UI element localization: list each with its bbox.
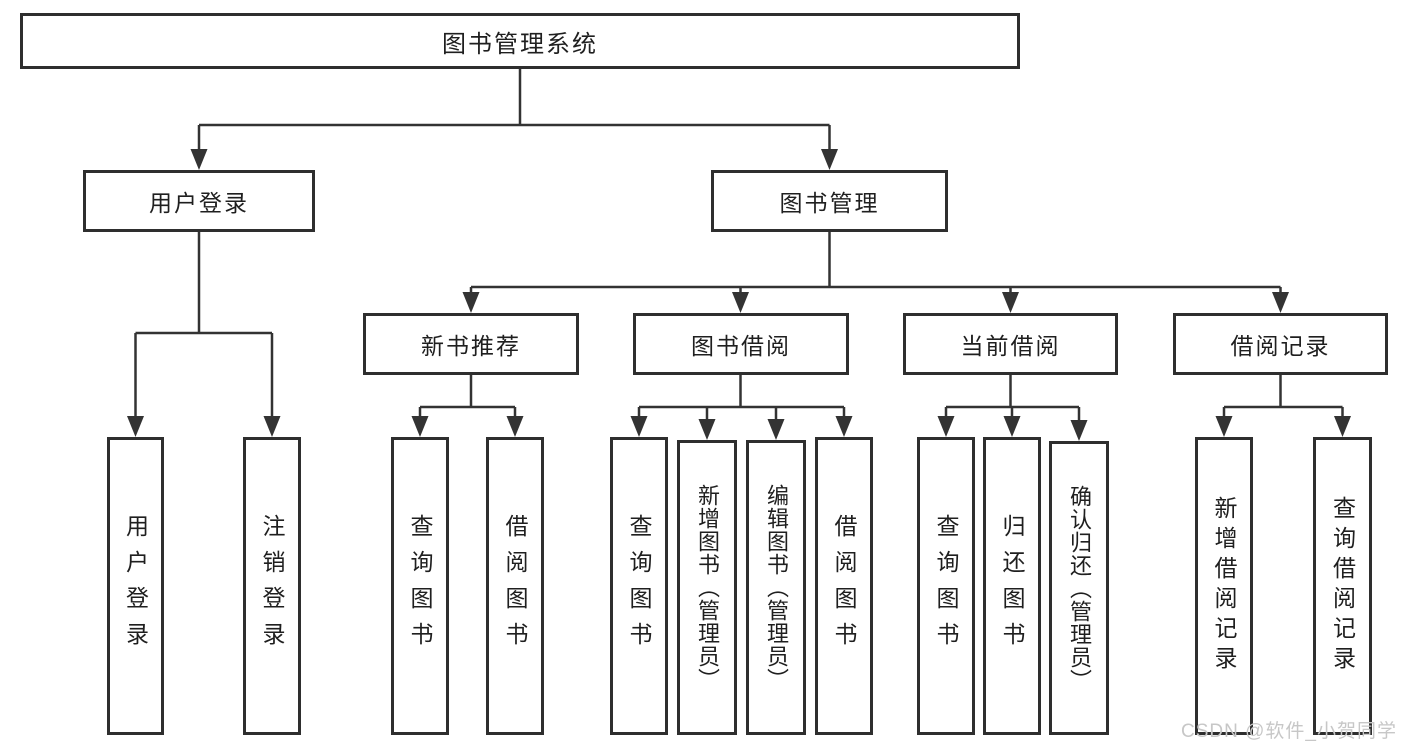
leaf-bb-query-books: 查询图书 [610,437,668,735]
node-library-management-system: 图书管理系统 [20,13,1020,69]
leaf-bb-add-books-admin: 新增图书（管理员） [677,440,737,735]
node-new-book-recommendation: 新书推荐 [363,313,579,375]
node-user-login: 用户登录 [83,170,315,232]
node-borrowing-records: 借阅记录 [1173,313,1388,375]
leaf-bb-borrow-books: 借阅图书 [815,437,873,735]
node-current-borrowing: 当前借阅 [903,313,1118,375]
leaf-cb-query-books: 查询图书 [917,437,975,735]
leaf-logout: 注销登录 [243,437,301,735]
leaf-nb-borrow-books: 借阅图书 [486,437,544,735]
leaf-bb-edit-books-admin: 编辑图书（管理员） [746,440,806,735]
leaf-br-add-borrow-record: 新增借阅记录 [1195,437,1253,735]
leaf-nb-query-books: 查询图书 [391,437,449,735]
watermark: CSDN @软件_小贺同学 [1181,721,1397,742]
leaf-br-query-borrow-record: 查询借阅记录 [1313,437,1372,735]
node-book-management: 图书管理 [711,170,948,232]
leaf-user-login: 用户登录 [107,437,164,735]
leaf-cb-return-books: 归还图书 [983,437,1041,735]
leaf-cb-confirm-return-admin: 确认归还（管理员） [1049,441,1109,735]
node-book-borrowing: 图书借阅 [633,313,849,375]
